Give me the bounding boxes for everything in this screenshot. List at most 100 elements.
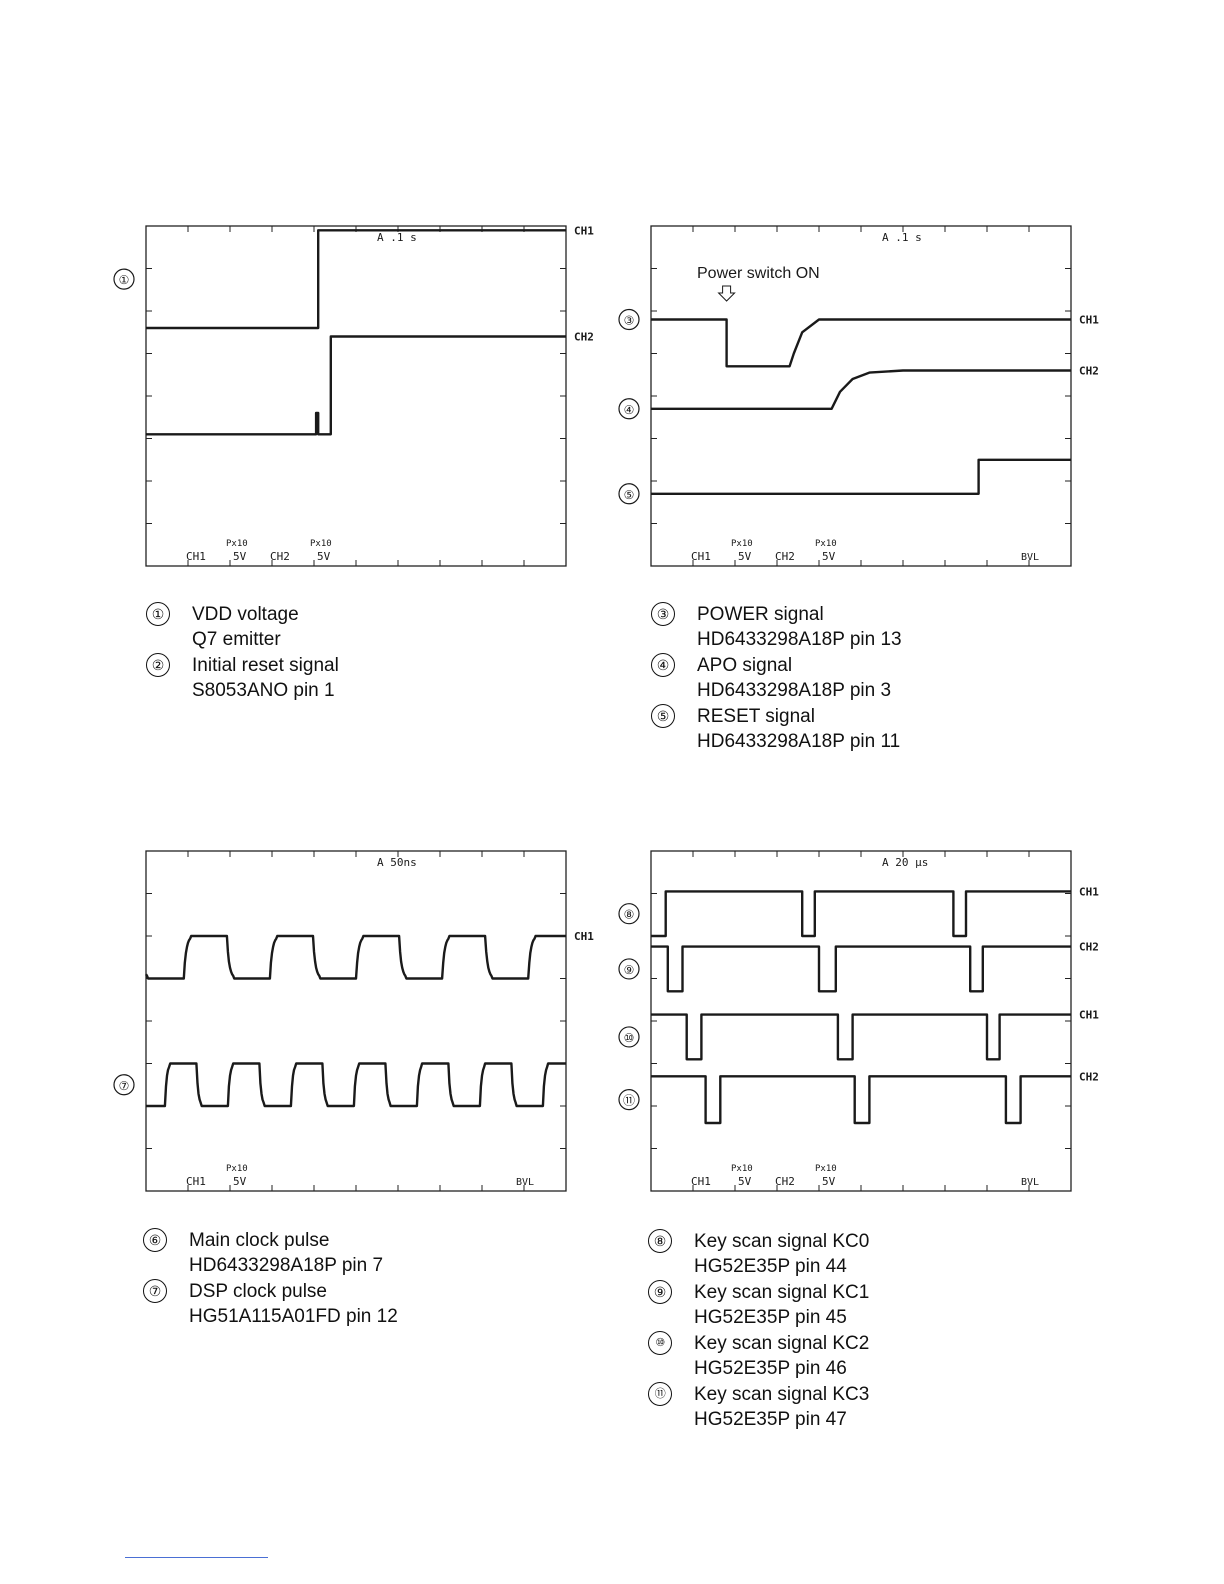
trace-2 (651, 945, 1071, 993)
trace-3 (651, 458, 1071, 495)
ch1-probe-label: Px10 (731, 539, 753, 549)
legend-signal-source: HD6433298A18P pin 11 (697, 731, 901, 752)
signal-marker-number: ⑩ (624, 1031, 635, 1045)
legend-signal-source: HD6433298A18P pin 13 (697, 629, 902, 650)
timebase-label: A 20 μs (882, 856, 928, 869)
legend-number: ③ (651, 602, 675, 626)
legend-number: ⑧ (648, 1229, 672, 1253)
legend-item: ⑧ Key scan signal KC0 HG52E35P pin 44 (648, 1229, 869, 1279)
trace-4 (651, 1075, 1071, 1125)
channel-label: CH2 (574, 331, 594, 344)
legend-signal-source: HG51A115A01FD pin 12 (189, 1306, 398, 1327)
signal-marker-number: ④ (624, 403, 635, 417)
legend-signal-name: Key scan signal KC0 (694, 1231, 870, 1252)
legend-signal-name: APO signal (697, 655, 793, 676)
legend-signal-source: HG52E35P pin 44 (694, 1256, 847, 1277)
trace-1 (146, 229, 566, 330)
trace-2 (651, 369, 1071, 410)
channel-label: CH1 (1079, 1009, 1099, 1022)
legend-item: ⑨ Key scan signal KC1 HG52E35P pin 45 (648, 1280, 869, 1330)
channel-label: CH2 (1079, 941, 1099, 954)
channel-label: CH1 (574, 224, 594, 237)
ch1-scale-label: 5V (233, 550, 247, 563)
ch2-probe-label: Px10 (310, 539, 332, 549)
ch2-scale-label: 5V (822, 550, 836, 563)
channel-label: CH2 (1079, 365, 1099, 378)
ch1-scale-label: 5V (233, 1175, 247, 1188)
channel-label: CH1 (1079, 314, 1099, 327)
legend-signal-source: HG52E35P pin 45 (694, 1307, 847, 1328)
legend-signal-name: VDD voltage (192, 604, 299, 625)
legend-number: ① (146, 602, 170, 626)
signal-marker-number: ⑦ (119, 1079, 130, 1093)
trace-1 (651, 318, 1071, 368)
ch1-setting-label: CH1 (186, 1175, 206, 1188)
legend-signal-source: HG52E35P pin 46 (694, 1358, 847, 1379)
footer-rule (125, 1557, 268, 1558)
legend-item: ⑤ RESET signal HD6433298A18P pin 11 (651, 704, 902, 754)
ch1-probe-label: Px10 (226, 1164, 248, 1174)
timebase-label: A .1 s (882, 231, 922, 244)
signal-marker-number: ① (119, 273, 130, 287)
signal-marker-circle (618, 308, 640, 331)
ch1-scale-label: 5V (738, 550, 752, 563)
legend-item: ③ POWER signal HD6433298A18P pin 13 (651, 602, 902, 652)
legend-number: ⑩ (648, 1331, 672, 1355)
signal-marker-circle (113, 268, 135, 290)
legend-number: ⑪ (648, 1382, 672, 1406)
ch1-setting-label: CH1 (691, 1175, 711, 1188)
signal-marker-number: ⑤ (624, 488, 635, 502)
channel-label: CH2 (1079, 1070, 1099, 1083)
signal-marker-number: ⑧ (624, 908, 635, 922)
legend-signal-name: RESET signal (697, 706, 815, 727)
signal-marker-number: ⑨ (624, 963, 635, 977)
ch2-setting-label: CH2 (270, 550, 290, 563)
signal-marker-number: ⑪ (623, 1094, 635, 1108)
timebase-label: A 50ns (377, 856, 417, 869)
graticule-frame (650, 850, 1072, 1192)
legend-clock: ⑥ Main clock pulse HD6433298A18P pin 7 ⑦… (143, 1228, 398, 1330)
legend-signal-name: Main clock pulse (189, 1230, 330, 1251)
signal-marker-number: ③ (624, 314, 635, 328)
legend-signal-name: Key scan signal KC2 (694, 1333, 870, 1354)
signal-marker-circle (618, 1089, 640, 1111)
ch1-setting-label: CH1 (186, 550, 206, 563)
legend-item: ④ APO signal HD6433298A18P pin 3 (651, 653, 902, 703)
down-arrow-icon (717, 285, 736, 302)
power-switch-annotation: Power switch ON (697, 265, 820, 282)
legend-number: ⑦ (143, 1279, 167, 1303)
ch2-scale-label: 5V (822, 1175, 836, 1188)
legend-item: ② Initial reset signal S8053ANO pin 1 (146, 653, 339, 703)
channel-label: CH1 (1079, 885, 1099, 898)
channel-label: CH1 (574, 930, 594, 943)
legend-signal-name: Key scan signal KC3 (694, 1384, 870, 1405)
legend-number: ⑤ (651, 704, 675, 728)
legend-item: ⑦ DSP clock pulse HG51A115A01FD pin 12 (143, 1279, 398, 1329)
graticule-frame (145, 225, 567, 567)
signal-marker-circle (618, 903, 640, 925)
legend-number: ⑥ (143, 1228, 167, 1252)
trace-1 (144, 934, 567, 980)
ch2-setting-label: CH2 (775, 550, 795, 563)
timebase-label: A .1 s (377, 231, 417, 244)
legend-item: ⑥ Main clock pulse HD6433298A18P pin 7 (143, 1228, 398, 1278)
trace-2 (146, 335, 566, 436)
legend-signal-name: Key scan signal KC1 (694, 1282, 870, 1303)
ch1-setting-label: CH1 (691, 550, 711, 563)
legend-item: ⑩ Key scan signal KC2 HG52E35P pin 46 (648, 1331, 869, 1381)
signal-marker-circle (618, 1026, 640, 1048)
ch1-probe-label: Px10 (731, 1164, 753, 1174)
legend-signal-name: POWER signal (697, 604, 824, 625)
legend-signal-source: HG52E35P pin 47 (694, 1409, 847, 1430)
signal-marker-circle (113, 1074, 135, 1096)
legend-item: ① VDD voltage Q7 emitter (146, 602, 339, 652)
ch1-probe-label: Px10 (226, 539, 248, 549)
signal-marker-circle (618, 483, 640, 505)
